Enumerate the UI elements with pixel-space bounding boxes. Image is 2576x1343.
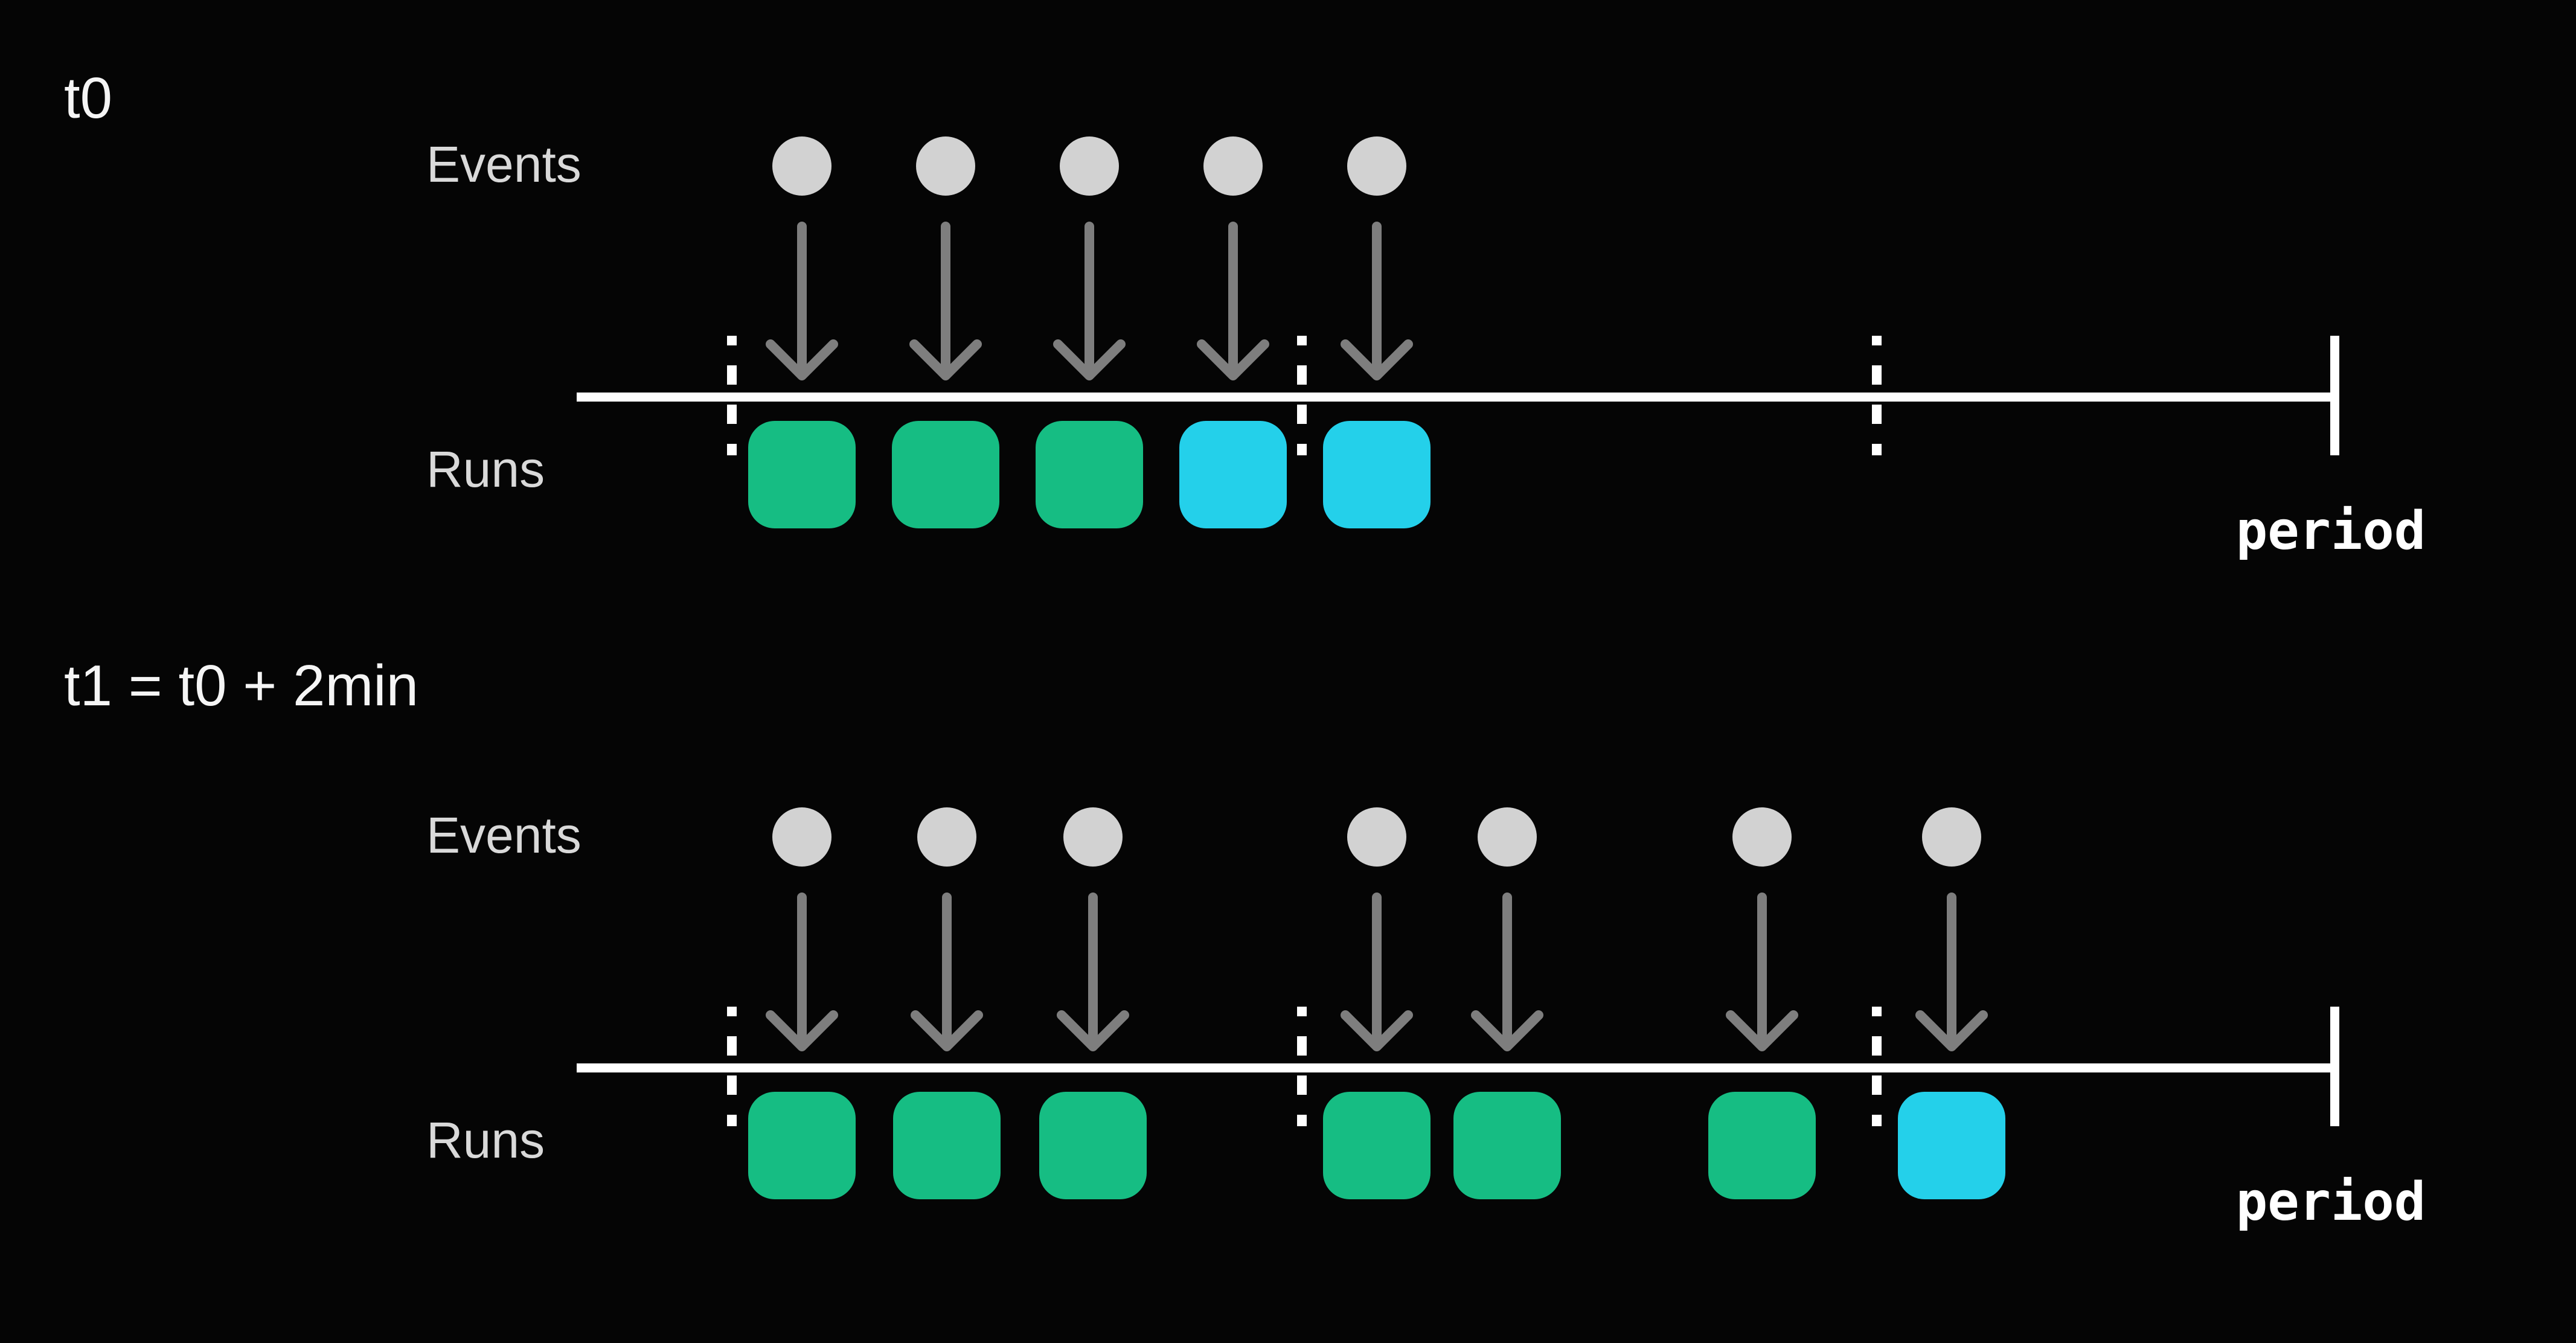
arrow-down-icon (1915, 893, 1988, 1051)
runs-row-label: Runs (426, 441, 545, 498)
timeline-axis (577, 393, 2334, 402)
run-box-green (893, 1092, 1001, 1199)
run-box-green (748, 421, 856, 528)
event-dot (917, 807, 976, 867)
timeline-axis (577, 1063, 2334, 1072)
events-row-label: Events (426, 136, 582, 193)
period-end-marker (2330, 336, 2339, 455)
arrow-down-icon (1726, 893, 1798, 1051)
section-title: t1 = t0 + 2min (64, 653, 419, 718)
event-dot (1922, 807, 1981, 867)
arrow-down-icon (1341, 893, 1413, 1051)
runs-row-label: Runs (426, 1112, 545, 1168)
arrow-down-icon (766, 893, 838, 1051)
event-dot (1732, 807, 1792, 867)
event-dot (772, 807, 831, 867)
period-boundary-tick (1297, 1007, 1307, 1126)
event-dot (1060, 136, 1119, 196)
arrow-down-icon (1057, 893, 1129, 1051)
arrow-down-icon (1341, 222, 1413, 380)
event-dot (1347, 807, 1406, 867)
arrow-down-icon (909, 222, 982, 380)
period-boundary-tick (727, 1007, 737, 1126)
period-boundary-tick (1872, 1007, 1882, 1126)
run-box-green (892, 421, 999, 528)
period-end-marker (2330, 1007, 2339, 1126)
event-dot (1478, 807, 1537, 867)
arrow-down-icon (911, 893, 983, 1051)
run-box-green (1323, 1092, 1431, 1199)
run-box-green (748, 1092, 856, 1199)
run-box-cyan (1179, 421, 1287, 528)
arrow-down-icon (1197, 222, 1269, 380)
period-label: period (2235, 500, 2426, 562)
arrow-down-icon (766, 222, 838, 380)
events-row-label: Events (426, 807, 582, 864)
section-title: t0 (64, 66, 113, 130)
event-dot (916, 136, 975, 196)
event-dot (1063, 807, 1123, 867)
arrow-down-icon (1053, 222, 1126, 380)
run-box-green (1453, 1092, 1561, 1199)
run-box-green (1039, 1092, 1147, 1199)
period-label: period (2235, 1171, 2426, 1232)
run-box-green (1036, 421, 1143, 528)
run-box-cyan (1323, 421, 1431, 528)
run-box-green (1708, 1092, 1816, 1199)
event-dot (772, 136, 831, 196)
run-box-cyan (1898, 1092, 2005, 1199)
event-dot (1203, 136, 1263, 196)
event-dot (1347, 136, 1406, 196)
arrow-down-icon (1471, 893, 1543, 1051)
